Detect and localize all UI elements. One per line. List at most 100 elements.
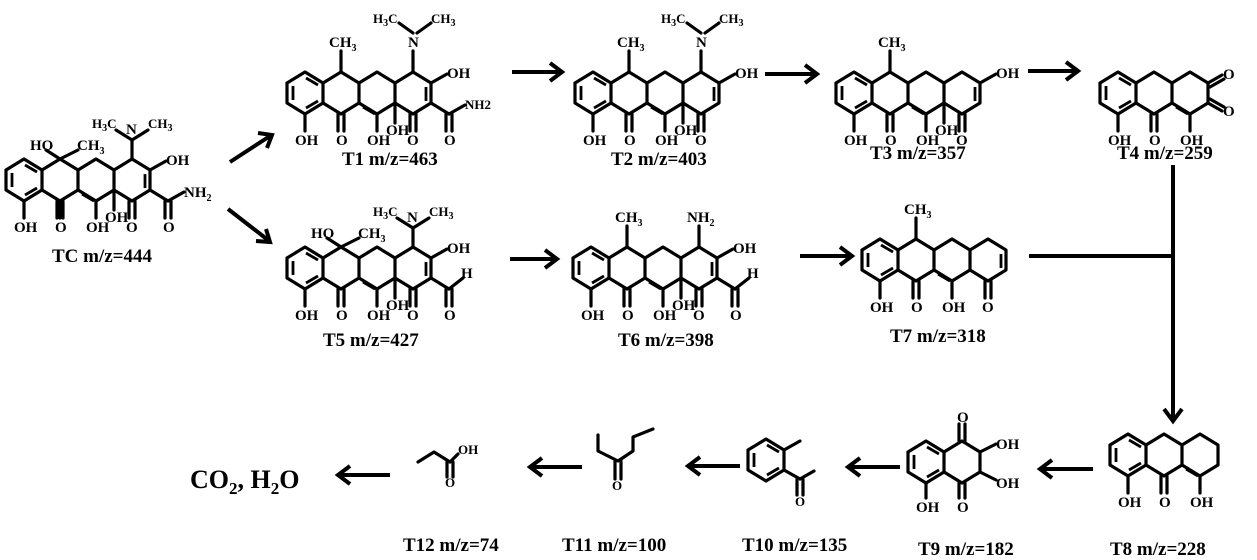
arrow-T9-T10 [844, 456, 900, 478]
T8-o-1: O [1159, 495, 1171, 511]
arrow-T12-final [334, 464, 390, 486]
TC-o-2: O [126, 220, 138, 236]
TC-nh2: NH2 [184, 185, 212, 204]
T6-oh-3: OH [672, 298, 696, 314]
T6-oh-2: OH [653, 308, 677, 324]
TC-oh-1: OH [14, 220, 38, 236]
T5-ho: HO [311, 226, 334, 242]
T6-o-3: O [730, 308, 742, 324]
T6-oh-4: OH [733, 241, 757, 257]
T1-oh-3: OH [386, 123, 410, 139]
T6-o-2: O [693, 308, 705, 324]
T2-oh-4: OH [735, 66, 759, 82]
T2-ch3: CH3 [617, 35, 645, 54]
arrow-T10-T11 [684, 455, 740, 477]
T3-ch3: CH3 [878, 35, 906, 54]
T4-oh-1: OH [1108, 133, 1132, 149]
T6-nh2: NH2 [687, 210, 715, 229]
arrow-T1-T2 [512, 61, 566, 83]
compound-TC: OH O OH OH O O OH NH2 HO CH3 N H3C CH3 T… [4, 116, 212, 267]
arrow-T3-T4 [1028, 60, 1082, 82]
compound-T10: O T10 m/z=135 [742, 437, 847, 556]
T4-o-3: O [1223, 104, 1235, 120]
compound-T2: OH O OH OH O OH CH3 N H3C CH3 T2 m/z=403 [573, 11, 759, 170]
T5-o-1: O [336, 308, 348, 324]
TC-oh-4: OH [166, 153, 190, 169]
T9-o-2: O [957, 500, 969, 516]
T1-nh2: NH2 [465, 97, 491, 112]
compound-T4: OH O OH O O T4 m/z=259 [1098, 67, 1235, 164]
T7-oh-2: OH [942, 300, 966, 316]
T1-oh-4: OH [447, 66, 471, 82]
T3-oh-3: OH [935, 123, 959, 139]
TC-label: TC m/z=444 [52, 246, 153, 267]
T5-oh-1: OH [295, 308, 319, 324]
T8-oh-1: OH [1118, 495, 1142, 511]
T1-oh-2: OH [367, 133, 391, 149]
T5-ch3-n: CH3 [429, 204, 454, 222]
T2-n: N [696, 35, 707, 51]
TC-n: N [126, 122, 137, 138]
T1-n: N [408, 35, 419, 51]
T4-oh-2: OH [1180, 133, 1204, 149]
compound-T5: OH O OH OH O O OH H HO CH3 N H3C CH3 T5 … [285, 204, 473, 351]
arrow-T2-T3 [765, 63, 821, 85]
T2-ch3-n: CH3 [719, 11, 744, 29]
T1-label: T1 m/z=463 [342, 149, 438, 170]
T2-h3c: H3C [661, 11, 686, 29]
compound-T7: OH O OH O CH3 T7 m/z=318 [860, 202, 1008, 347]
T7-label: T7 m/z=318 [890, 326, 986, 347]
TC-oh-3: OH [105, 210, 129, 226]
arrow-T5-T6 [510, 248, 561, 270]
T12-o: O [445, 475, 455, 490]
T7-oh-1: OH [870, 300, 894, 316]
T4-label: T4 m/z=259 [1117, 143, 1213, 164]
TC-ho: HO [30, 138, 53, 154]
TC-structure: OH O OH OH O O OH NH2 HO CH3 N H3C CH3 [4, 116, 212, 236]
TC-o-1: O [55, 220, 67, 236]
T6-label: T6 m/z=398 [618, 330, 714, 351]
TC-h3c: H3C [92, 116, 117, 134]
arrow-T6-T7 [800, 245, 856, 267]
T7-o-2: O [982, 300, 994, 316]
T9-oh-3: OH [996, 476, 1020, 492]
T2-oh-1: OH [583, 133, 607, 149]
T12-label: T12 m/z=74 [403, 535, 499, 556]
TC-oh-2: OH [86, 220, 110, 236]
T3-oh-1: OH [844, 133, 868, 149]
T5-o-2: O [407, 308, 419, 324]
T7-o-1: O [911, 300, 923, 316]
T2-o-1: O [624, 133, 636, 149]
T11-label: T11 m/z=100 [562, 535, 666, 556]
compound-T9: O O OH OH OH T9 m/z=182 [906, 410, 1020, 560]
T3-oh-4: OH [996, 66, 1020, 82]
T6-ch3: CH3 [615, 210, 643, 229]
TC-ch3: CH3 [77, 138, 105, 157]
compound-T6: OH O OH OH O O OH H CH3 NH2 T6 m/z=398 [571, 210, 759, 351]
T1-oh-1: OH [295, 133, 319, 149]
T11-o: O [612, 478, 622, 493]
arrow-TC-T1 [228, 131, 275, 164]
T1-o-2: O [407, 133, 419, 149]
TC-ch3-n: CH3 [148, 116, 173, 134]
T9-label: T9 m/z=182 [918, 539, 1014, 560]
T10-label: T10 m/z=135 [742, 535, 847, 556]
T5-o-3: O [444, 308, 456, 324]
T5-label: T5 m/z=427 [323, 330, 419, 351]
compound-T1: OH O OH OH O O OH NH2 CH3 N H3C CH3 T1 m… [285, 11, 491, 170]
T6-oh-1: OH [581, 308, 605, 324]
T3-label: T3 m/z=357 [870, 143, 966, 164]
T2-o-2: O [695, 133, 707, 149]
T3-oh-2: OH [916, 133, 940, 149]
T9-oh-2: OH [996, 437, 1020, 453]
arrow-T4-T7-merge-to-T8 [1029, 165, 1184, 425]
T4-o-1: O [1149, 133, 1161, 149]
T4-o-2: O [1223, 67, 1235, 83]
T10-o: O [795, 494, 805, 509]
T8-label: T8 m/z=228 [1110, 539, 1206, 560]
T6-h: H [747, 266, 759, 282]
compound-T8: OH O OH T8 m/z=228 [1108, 432, 1220, 560]
T1-o-3: O [444, 133, 456, 149]
T2-oh-3: OH [674, 123, 698, 139]
